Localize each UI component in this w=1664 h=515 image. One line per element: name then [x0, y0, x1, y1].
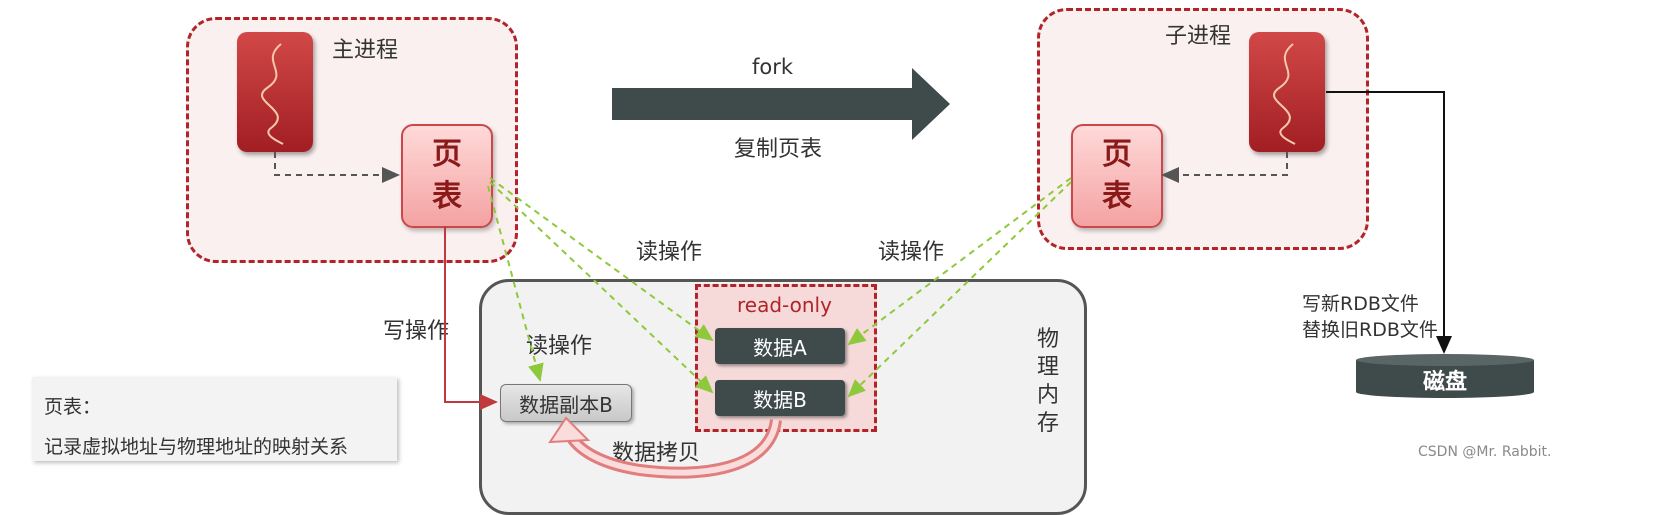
- disk-label: 磁盘: [1422, 370, 1467, 395]
- child-page-table-char1: 页: [1102, 137, 1132, 172]
- readonly-label: read-only: [737, 293, 832, 317]
- physical-memory-label: 物 理 内 存: [1036, 326, 1060, 438]
- main-page-table-char1: 页: [432, 137, 462, 172]
- physical-memory-char3: 内: [1036, 383, 1059, 408]
- data-b-block: 数据B: [715, 380, 845, 416]
- write-arrow: [444, 226, 498, 410]
- main-process-thread-icon: [237, 32, 313, 152]
- legend-box: [32, 377, 397, 461]
- child-page-table-char2: 表: [1102, 179, 1132, 214]
- disk-note-line2: 替换旧RDB文件: [1302, 319, 1438, 341]
- physical-memory-char2: 理: [1036, 355, 1059, 380]
- child-thread-to-pagetable: [1161, 152, 1288, 183]
- main-process-label: 主进程: [332, 38, 399, 63]
- legend-text: 记录虚拟地址与物理地址的映射关系: [44, 436, 349, 458]
- legend-title: 页表：: [44, 396, 102, 418]
- watermark: CSDN @Mr. Rabbit.: [1418, 444, 1552, 460]
- main-page-table: 页 表: [401, 124, 493, 228]
- read-op-label-right: 读操作: [878, 240, 945, 265]
- data-copy-arrow-inner: [569, 419, 779, 476]
- write-op-label: 写操作: [383, 319, 450, 344]
- read-arrow-child-a: [847, 177, 1072, 346]
- main-page-table-char2: 表: [432, 179, 462, 214]
- read-op-label-left: 读操作: [636, 240, 703, 265]
- physical-memory-char4: 存: [1036, 411, 1059, 436]
- physical-memory-char1: 物: [1036, 327, 1059, 352]
- data-b-copy-block: 数据副本B: [500, 384, 632, 422]
- data-a-block: 数据A: [715, 328, 845, 364]
- main-thread-to-pagetable: [274, 152, 400, 183]
- fork-arrow: [612, 68, 950, 140]
- connectors: [274, 68, 1452, 479]
- child-page-table: 页 表: [1071, 124, 1163, 228]
- child-process-label: 子进程: [1165, 24, 1232, 49]
- read-arrow-main-b: [489, 181, 714, 394]
- child-to-disk-arrow: [1326, 91, 1452, 354]
- read-op-label-inner: 读操作: [526, 334, 593, 359]
- disk-note: 写新RDB文件 替换旧RDB文件: [1302, 291, 1438, 343]
- data-copy-arrowhead: [548, 416, 591, 444]
- disk-note-line1: 写新RDB文件: [1302, 293, 1419, 315]
- read-arrow-main-a: [489, 177, 714, 342]
- fork-label: fork: [752, 55, 794, 79]
- read-arrow-main-copy: [487, 185, 544, 382]
- child-process-thread-icon: [1249, 32, 1325, 152]
- read-arrow-child-b: [847, 181, 1072, 398]
- disk-icon: [1356, 352, 1534, 398]
- data-copy-arrow: [567, 418, 782, 479]
- copy-page-table-label: 复制页表: [734, 137, 823, 162]
